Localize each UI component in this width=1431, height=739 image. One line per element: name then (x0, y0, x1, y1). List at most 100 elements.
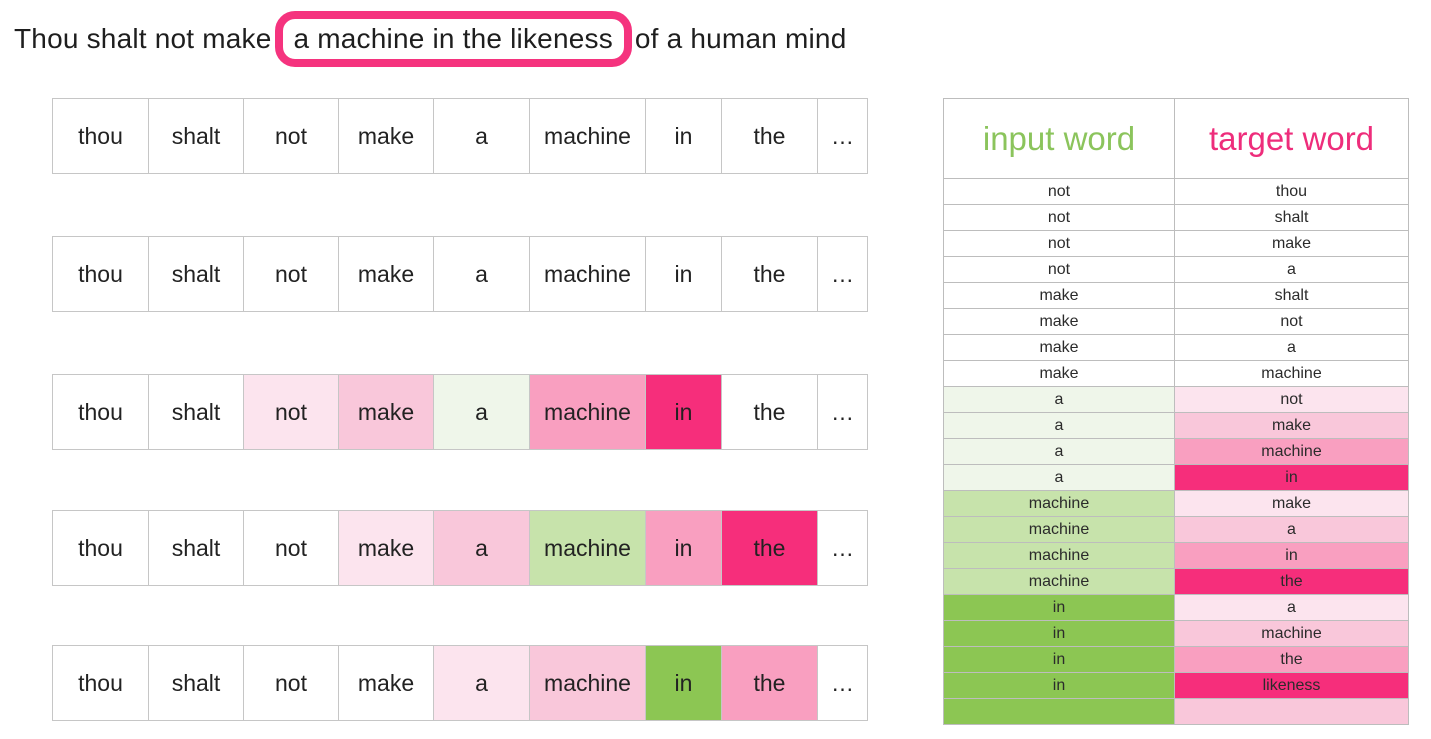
token-cell: not (243, 236, 339, 312)
token-cell: not (243, 374, 339, 450)
token-cell: in (645, 510, 722, 586)
token-cell: … (817, 374, 868, 450)
input-word-cell: make (943, 308, 1175, 335)
token-cell: the (721, 374, 818, 450)
input-word-cell: machine (943, 568, 1175, 595)
target-word-cell: thou (1174, 178, 1409, 205)
token-cell: not (243, 98, 339, 174)
target-word-cell: shalt (1174, 282, 1409, 309)
token-cell: shalt (148, 236, 244, 312)
target-word-cell: machine (1174, 438, 1409, 465)
target-word-cell: machine (1174, 360, 1409, 387)
target-word-cell: a (1174, 516, 1409, 543)
target-word-cell: a (1174, 256, 1409, 283)
input-word-cell: a (943, 412, 1175, 439)
sentence-title: Thou shalt not make a machine in the lik… (14, 10, 846, 68)
token-cell: thou (52, 236, 149, 312)
target-word-cell: make (1174, 230, 1409, 257)
input-word-cell: a (943, 438, 1175, 465)
input-word-cell: make (943, 334, 1175, 361)
input-word-cell: machine (943, 490, 1175, 517)
input-word-cell: not (943, 204, 1175, 231)
token-cell: a (433, 236, 530, 312)
token-cell: in (645, 236, 722, 312)
token-cell: … (817, 510, 868, 586)
token-cell: make (338, 645, 434, 721)
token-cell: the (721, 98, 818, 174)
input-word-cell: machine (943, 516, 1175, 543)
token-cell: not (243, 645, 339, 721)
target-word-cell: the (1174, 646, 1409, 673)
target-word-header: target word (1174, 98, 1409, 179)
token-cell: in (645, 645, 722, 721)
target-word-cell: shalt (1174, 204, 1409, 231)
input-word-header: input word (943, 98, 1175, 179)
token-cell: … (817, 236, 868, 312)
target-word-cell: not (1174, 308, 1409, 335)
token-cell: shalt (148, 645, 244, 721)
token-cell: not (243, 510, 339, 586)
token-cell: thou (52, 374, 149, 450)
token-cell: machine (529, 645, 646, 721)
token-cell: machine (529, 510, 646, 586)
input-word-cell: make (943, 282, 1175, 309)
pair-row (943, 698, 1409, 725)
input-word-cell: a (943, 386, 1175, 413)
target-word-cell: make (1174, 490, 1409, 517)
input-word-cell: in (943, 594, 1175, 621)
token-cell: make (338, 510, 434, 586)
token-cell: a (433, 374, 530, 450)
token-cell: machine (529, 98, 646, 174)
token-cell: … (817, 98, 868, 174)
token-cell: in (645, 374, 722, 450)
target-word-cell: a (1174, 594, 1409, 621)
token-cell: thou (52, 510, 149, 586)
token-cell: the (721, 510, 818, 586)
target-word-cell: make (1174, 412, 1409, 439)
input-word-cell: in (943, 672, 1175, 699)
token-cell: machine (529, 374, 646, 450)
token-cell: thou (52, 645, 149, 721)
title-highlight-text: a machine in the likeness (293, 23, 613, 54)
token-cell: the (721, 645, 818, 721)
input-word-cell: in (943, 646, 1175, 673)
input-word-cell: make (943, 360, 1175, 387)
input-word-cell: machine (943, 542, 1175, 569)
token-cell: a (433, 510, 530, 586)
token-cell: a (433, 645, 530, 721)
target-word-cell: in (1174, 542, 1409, 569)
token-cell: a (433, 98, 530, 174)
pairs-table-header: input word target word (943, 98, 1409, 179)
title-highlight-box: a machine in the likeness (274, 11, 632, 67)
token-cell: in (645, 98, 722, 174)
target-word-cell: machine (1174, 620, 1409, 647)
input-word-cell: not (943, 230, 1175, 257)
token-cell: … (817, 645, 868, 721)
input-word-cell: not (943, 178, 1175, 205)
title-suffix: of a human mind (634, 23, 847, 54)
input-word-cell: in (943, 620, 1175, 647)
token-cell: shalt (148, 98, 244, 174)
input-word-cell: not (943, 256, 1175, 283)
